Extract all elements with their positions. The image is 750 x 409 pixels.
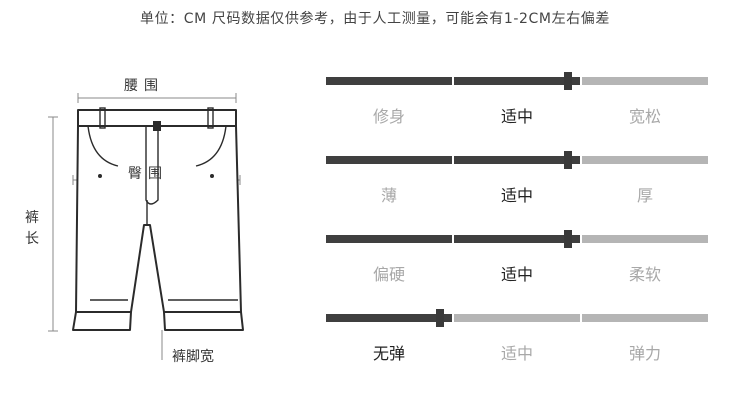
scale-segment (454, 235, 580, 243)
softness-scale: 偏硬 适中 柔软 (326, 230, 710, 284)
scale-segment (454, 314, 580, 322)
scale-segment (582, 156, 708, 164)
scale-option: 薄 (380, 186, 397, 205)
scale-option: 修身 (372, 107, 405, 126)
scale-option: 适中 (500, 265, 533, 284)
scale-option: 适中 (500, 107, 533, 126)
scale-marker (436, 309, 444, 327)
scale-segment (582, 314, 708, 322)
scale-option: 柔软 (628, 265, 661, 284)
thickness-scale: 薄 适中 厚 (326, 151, 710, 205)
scale-option: 宽松 (628, 107, 661, 126)
scale-marker (564, 151, 572, 169)
length-label: 裤长 (25, 210, 39, 247)
shorts-illustration (48, 93, 244, 360)
scale-option: 无弹 (372, 344, 405, 363)
scale-option: 偏硬 (372, 265, 405, 284)
scale-option: 弹力 (628, 344, 661, 363)
scale-option: 适中 (500, 344, 533, 363)
stretch-scale: 无弹 适中 弹力 (326, 309, 710, 363)
size-disclaimer: 单位：CM 尺码数据仅供参考，由于人工测量，可能会有1-2CM左右偏差 (139, 11, 611, 27)
scale-option: 厚 (636, 186, 653, 205)
scale-segment (326, 156, 452, 164)
hem-width-label: 裤脚宽 (172, 349, 214, 365)
shorts-size-diagram: 腰围 臀围 裤长 裤脚宽 (0, 0, 310, 409)
scale-segment (454, 77, 580, 85)
hip-label: 臀围 (128, 166, 168, 182)
scale-segment (582, 77, 708, 85)
scale-segment (582, 235, 708, 243)
scale-segment (326, 235, 452, 243)
scale-segment (326, 77, 452, 85)
scale-marker (564, 230, 572, 248)
scale-option: 适中 (500, 186, 533, 205)
scale-segment (326, 314, 452, 322)
scale-marker (564, 72, 572, 90)
scale-segment (454, 156, 580, 164)
waist-label: 腰围 (124, 78, 164, 94)
fit-scale: 修身 适中 宽松 (326, 72, 710, 126)
